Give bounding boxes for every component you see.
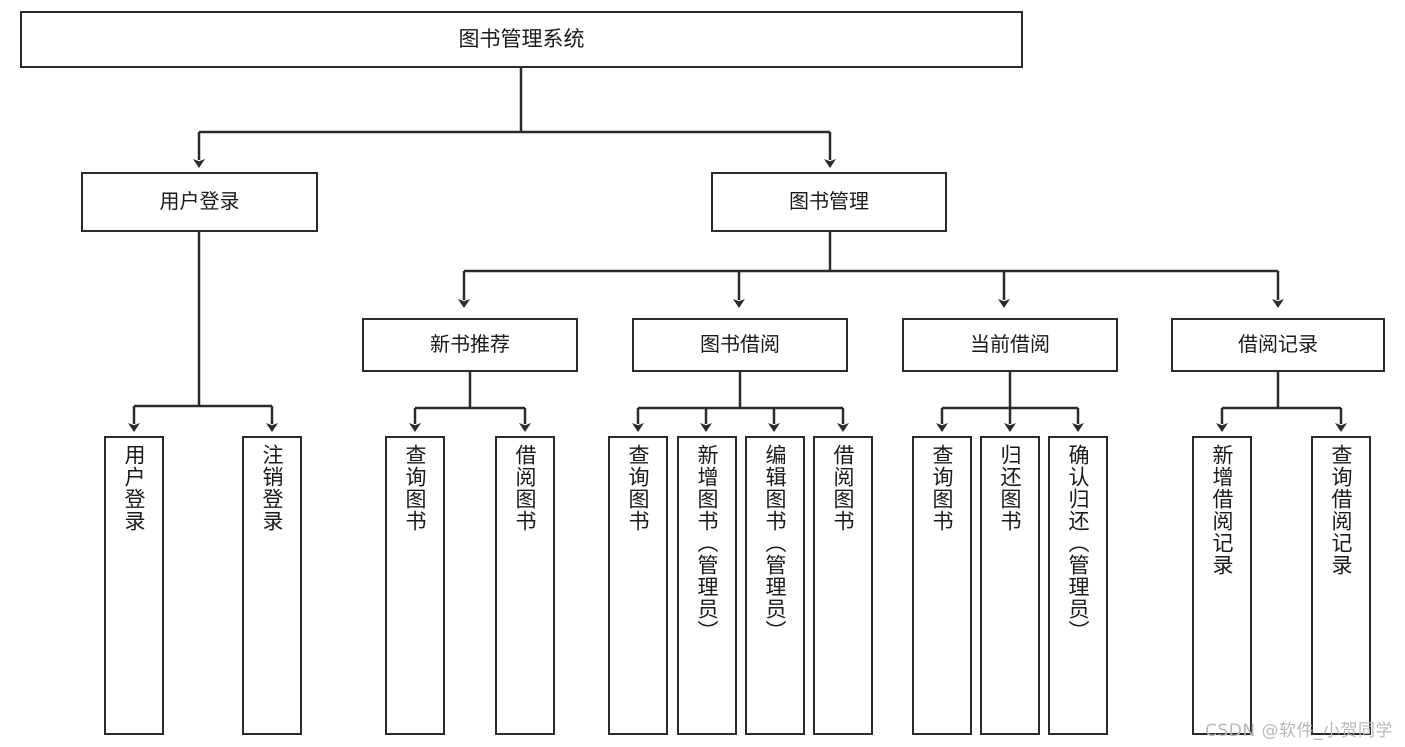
leaf-borrow-book[interactable]: 借阅图书 <box>813 436 873 735</box>
leaf-edit-book-admin[interactable]: 编辑图书（管理员） <box>745 436 805 735</box>
node-label: 当前借阅 <box>970 332 1050 357</box>
node-label: 借阅记录 <box>1238 332 1318 357</box>
node-label: 编辑图书（管理员） <box>763 444 788 642</box>
leaf-query-borrow-record[interactable]: 查询借阅记录 <box>1311 436 1371 735</box>
node-label: 查询借阅记录 <box>1329 444 1354 576</box>
node-label: 注销登录 <box>260 444 285 532</box>
leaf-user-login[interactable]: 用户登录 <box>104 436 164 735</box>
node-label: 新书推荐 <box>430 332 510 357</box>
node-label: 图书管理系统 <box>458 27 585 52</box>
node-label: 图书管理 <box>789 189 869 214</box>
node-label: 用户登录 <box>122 444 147 532</box>
node-label: 借阅图书 <box>513 444 538 532</box>
leaf-logout[interactable]: 注销登录 <box>242 436 302 735</box>
node-label: 新增图书（管理员） <box>695 444 720 642</box>
node-current-borrow[interactable]: 当前借阅 <box>902 318 1118 372</box>
csdn-watermark: CSDN @软件_小贺同学 <box>1205 721 1393 741</box>
leaf-add-book-admin[interactable]: 新增图书（管理员） <box>677 436 737 735</box>
node-system-root[interactable]: 图书管理系统 <box>20 11 1023 68</box>
node-label: 新增借阅记录 <box>1210 444 1235 576</box>
node-label: 查询图书 <box>930 444 955 532</box>
leaf-query-book-borrow[interactable]: 查询图书 <box>608 436 668 735</box>
node-book-management[interactable]: 图书管理 <box>711 172 947 232</box>
node-user-login[interactable]: 用户登录 <box>81 172 318 232</box>
leaf-query-book-current[interactable]: 查询图书 <box>912 436 972 735</box>
node-label: 确认归还（管理员） <box>1066 444 1091 642</box>
node-label: 用户登录 <box>159 189 240 214</box>
leaf-return-book[interactable]: 归还图书 <box>980 436 1040 735</box>
leaf-add-borrow-record[interactable]: 新增借阅记录 <box>1192 436 1252 735</box>
leaf-confirm-return-admin[interactable]: 确认归还（管理员） <box>1048 436 1108 735</box>
node-label: 查询图书 <box>403 444 428 532</box>
leaf-query-book-recommend[interactable]: 查询图书 <box>385 436 445 735</box>
node-new-book-recommend[interactable]: 新书推荐 <box>362 318 578 372</box>
node-label: 借阅图书 <box>831 444 856 532</box>
node-label: 查询图书 <box>626 444 651 532</box>
node-label: 归还图书 <box>998 444 1023 532</box>
node-book-borrow[interactable]: 图书借阅 <box>632 318 848 372</box>
node-label: 图书借阅 <box>700 332 780 357</box>
node-borrow-record[interactable]: 借阅记录 <box>1171 318 1385 372</box>
leaf-borrow-book-recommend[interactable]: 借阅图书 <box>495 436 555 735</box>
